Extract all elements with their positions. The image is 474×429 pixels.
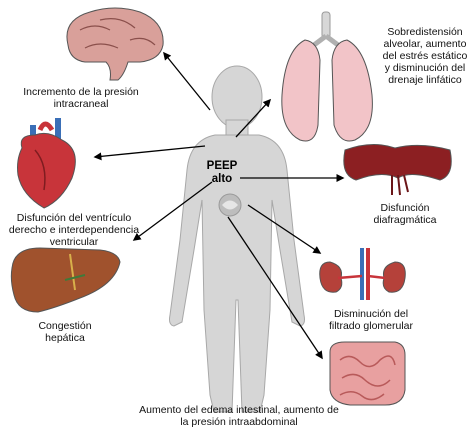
brain-effect-label: Incremento de la presión intracraneal xyxy=(2,86,160,110)
diaphragm-illustration xyxy=(343,144,452,196)
heart-effect-label: Disfunción del ventrículo derecho e inte… xyxy=(0,212,148,248)
kidneys-label-line2: filtrado glomerular xyxy=(328,320,414,332)
lungs-label-line4: y disminución del xyxy=(384,62,466,74)
arrows xyxy=(93,51,345,360)
diaphragm-label-line2: diafragmática xyxy=(373,214,437,226)
kidneys-illustration xyxy=(319,248,406,300)
intestine-label-line1: Aumento del edema intestinal, aumento de xyxy=(139,404,339,416)
lungs-effect-label: Sobredistensión alveolar, aumento del es… xyxy=(377,26,473,86)
diaphragm-label-line1: Disfunción xyxy=(380,202,430,214)
heart-illustration xyxy=(17,118,76,209)
liver-label-line2: hepática xyxy=(45,332,85,344)
arrow-to-kidneys xyxy=(247,204,322,254)
arrow-to-heart xyxy=(93,145,206,161)
intestine-effect-label: Aumento del edema intestinal, aumento de… xyxy=(128,404,350,428)
peep-center-label: PEEP alto xyxy=(202,160,242,186)
brain-label-line2: intracraneal xyxy=(53,98,109,110)
kidneys-label-line1: Disminución del xyxy=(333,308,409,320)
human-body-figure xyxy=(169,65,305,413)
heart-label-line3: ventricular xyxy=(49,236,99,248)
lungs-label-line5: drenaje linfático xyxy=(388,74,462,86)
diaphragm-effect-label: Disfunción diafragmática xyxy=(360,202,450,226)
liver-illustration xyxy=(10,247,121,313)
heart-label-line2: derecho e interdependencia xyxy=(8,224,140,236)
lungs-label-line3: del estrés estático xyxy=(382,50,468,62)
kidneys-effect-label: Disminución del filtrado glomerular xyxy=(313,308,429,332)
lungs-label-line1: Sobredistensión xyxy=(387,26,463,38)
liver-label-line1: Congestión xyxy=(38,320,92,332)
lungs-illustration xyxy=(281,11,373,142)
abdomen-mark xyxy=(218,193,242,217)
arrow-to-intestine xyxy=(227,216,323,360)
arrow-to-brain xyxy=(163,51,211,111)
peep-label-line2: alto xyxy=(211,173,233,185)
peep-label-line1: PEEP xyxy=(206,160,238,172)
brain-illustration xyxy=(66,7,164,81)
intestine-illustration xyxy=(329,341,406,406)
lungs-label-line2: alveolar, aumento xyxy=(383,38,467,50)
brain-label-line1: Incremento de la presión xyxy=(23,86,139,98)
intestine-label-line2: la presión intraabdominal xyxy=(180,416,298,428)
heart-label-line1: Disfunción del ventrículo xyxy=(16,212,132,224)
arrow-to-liver xyxy=(132,181,213,241)
arrow-to-lungs xyxy=(235,98,272,138)
liver-effect-label: Congestión hepática xyxy=(20,320,110,344)
